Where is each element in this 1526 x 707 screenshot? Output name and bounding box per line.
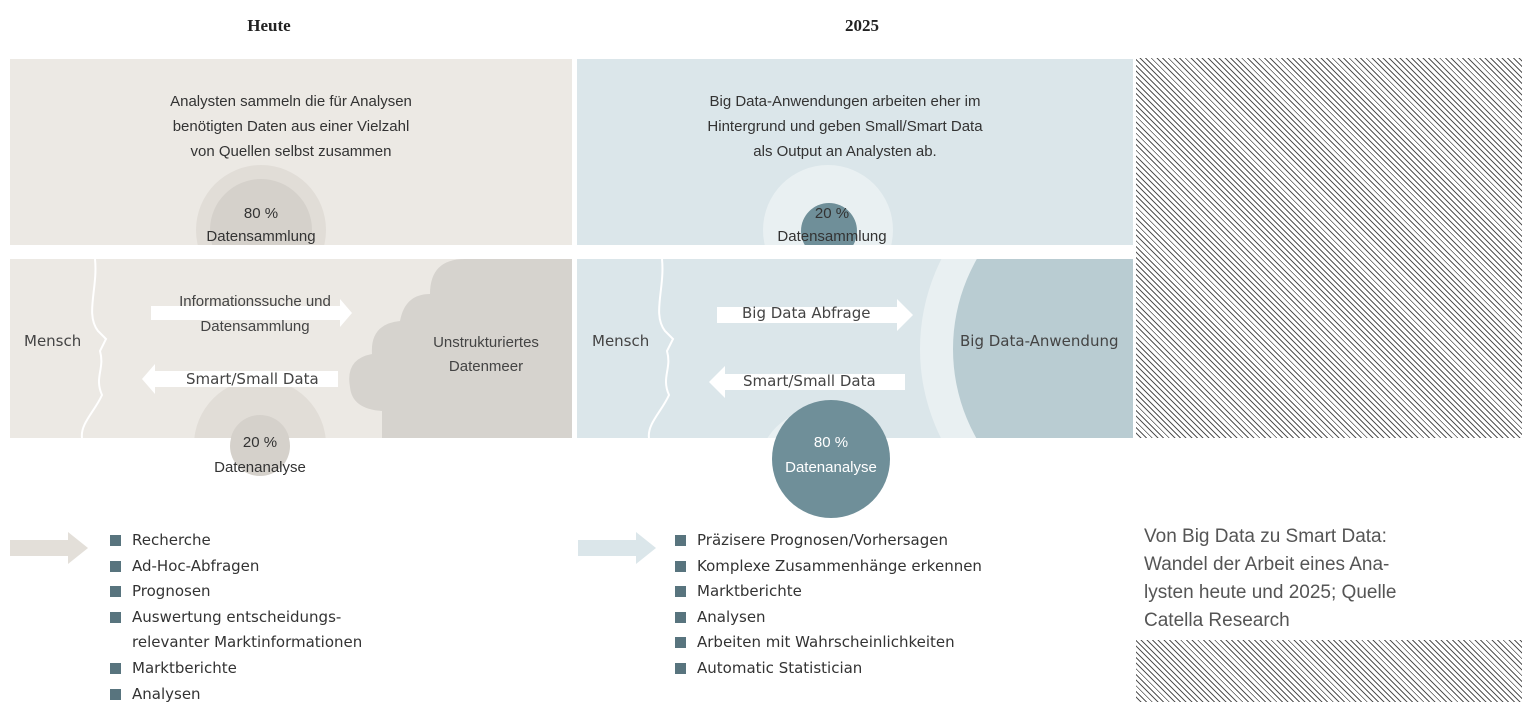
future-analysis-label: Datenanalyse (785, 459, 877, 476)
caption-line: Catella Research (1144, 610, 1290, 631)
heute-list-arrow-icon (10, 532, 88, 564)
datenmeer-line: Datenmeer (448, 358, 524, 375)
big-data-label: Big Data-Anwendung (960, 332, 1119, 350)
task-item: Arbeiten mit Wahrscheinlichkeiten (675, 630, 982, 656)
future-collect-value: 20 % (814, 205, 850, 222)
datenmeer-cloud-shape (349, 259, 572, 438)
arrow-left-icon (142, 364, 338, 394)
column-title-2025: 2025 (845, 16, 879, 35)
heute-top-panel: Analysten sammeln die für Analysen benöt… (10, 59, 572, 245)
heute-request-line: Datensammlung (200, 318, 310, 335)
future-request-label: Big Data Abfrage (742, 304, 871, 322)
figure-caption: Von Big Data zu Smart Data: Wandel der A… (1144, 523, 1514, 635)
datenmeer-line: Unstrukturiertes (433, 334, 539, 351)
task-item: Marktberichte (110, 656, 362, 682)
task-item: Recherche (110, 528, 362, 554)
heute-mensch-label: Mensch (24, 332, 82, 350)
task-item: Automatic Statistician (675, 656, 982, 682)
future-mensch-label: Mensch (592, 332, 650, 350)
heute-analysis-share: 20 % Datenanalyse (160, 430, 360, 480)
heute-analysis-label: Datenanalyse (214, 459, 306, 476)
heute-collect-value: 80 % (243, 205, 279, 222)
heute-analysis-circle (230, 415, 290, 438)
caption-line: Wandel der Arbeit eines Ana- (1144, 554, 1390, 575)
heute-collect-share: 80 % Datensammlung (161, 202, 361, 245)
hatch-block-bottom (1136, 640, 1522, 702)
future-description-line: Big Data-Anwendungen arbeiten eher im (709, 93, 981, 110)
heute-description-line: Analysten sammeln die für Analysen (170, 93, 412, 110)
task-item: Präzisere Prognosen/Vorhersagen (675, 528, 982, 554)
future-middle-panel: Mensch Big Data Abfrage Smart/Small Data… (577, 259, 1133, 438)
heute-request-label: Informationssuche und Datensammlung (145, 289, 365, 339)
heute-description-line: von Quellen selbst zusammen (190, 143, 392, 160)
caption-line: Von Big Data zu Smart Data: (1144, 526, 1387, 547)
future-collect-label: Datensammlung (777, 228, 887, 245)
arrow-right-icon (151, 299, 352, 327)
task-item: Marktberichte (675, 579, 982, 605)
future-description: Big Data-Anwendungen arbeiten eher im Hi… (577, 89, 1113, 164)
heute-analysis-circle-lower (230, 438, 290, 484)
heute-middle-graphics (80, 259, 572, 438)
future-collect-share: 20 % Datensammlung (732, 202, 932, 245)
human-head-silhouette (80, 259, 108, 438)
datenmeer-label: Unstrukturiertes Datenmeer (404, 331, 568, 379)
future-task-list: Präzisere Prognosen/Vorhersagen Komplexe… (675, 528, 982, 682)
big-data-sphere (953, 259, 1133, 438)
heute-description-line: benötigten Daten aus einer Vielzahl (172, 118, 410, 135)
future-return-label: Smart/Small Data (743, 372, 876, 390)
caption-line: lysten heute und 2025; Quelle (1144, 582, 1397, 603)
arrow-left-icon (709, 366, 905, 398)
heute-description: Analysten sammeln die für Analysen benöt… (10, 89, 572, 164)
hatch-block-top (1136, 58, 1522, 438)
task-item: Auswertung entscheidungs- (110, 605, 362, 631)
heute-collect-label: Datensammlung (206, 228, 316, 245)
arrow-right-icon (717, 299, 913, 331)
future-top-panel: Big Data-Anwendungen arbeiten eher im Hi… (577, 59, 1133, 245)
task-item-continued: relevanter Marktinformationen (132, 633, 363, 652)
heute-task-list: Recherche Ad-Hoc-Abfragen Prognosen Ausw… (110, 528, 362, 707)
task-item: Prognosen (110, 579, 362, 605)
future-collect-circle (801, 203, 857, 245)
heute-middle-panel: Mensch Informationssuche und Datensammlu… (10, 259, 572, 438)
heute-analysis-halo (194, 379, 326, 438)
task-item: Ad-Hoc-Abfragen (110, 554, 362, 580)
heute-analysis-value: 20 % (242, 434, 278, 451)
future-list-arrow-icon (578, 532, 656, 564)
future-analysis-circle (772, 400, 890, 518)
heute-return-label: Smart/Small Data (186, 370, 319, 388)
task-item: Analysen (675, 605, 982, 631)
column-title-heute: Heute (247, 16, 291, 35)
task-item: Analysen (110, 682, 362, 707)
future-description-line: Hintergrund und geben Small/Smart Data (707, 118, 983, 135)
future-analysis-share: 80 % Datenanalyse (731, 430, 931, 480)
future-analysis-value: 80 % (813, 434, 849, 451)
future-description-line: als Output an Analysten ab. (753, 143, 937, 160)
heute-request-line: Informationssuche und (179, 293, 331, 310)
human-head-silhouette (647, 259, 675, 438)
task-item: Komplexe Zusammenhänge erkennen (675, 554, 982, 580)
